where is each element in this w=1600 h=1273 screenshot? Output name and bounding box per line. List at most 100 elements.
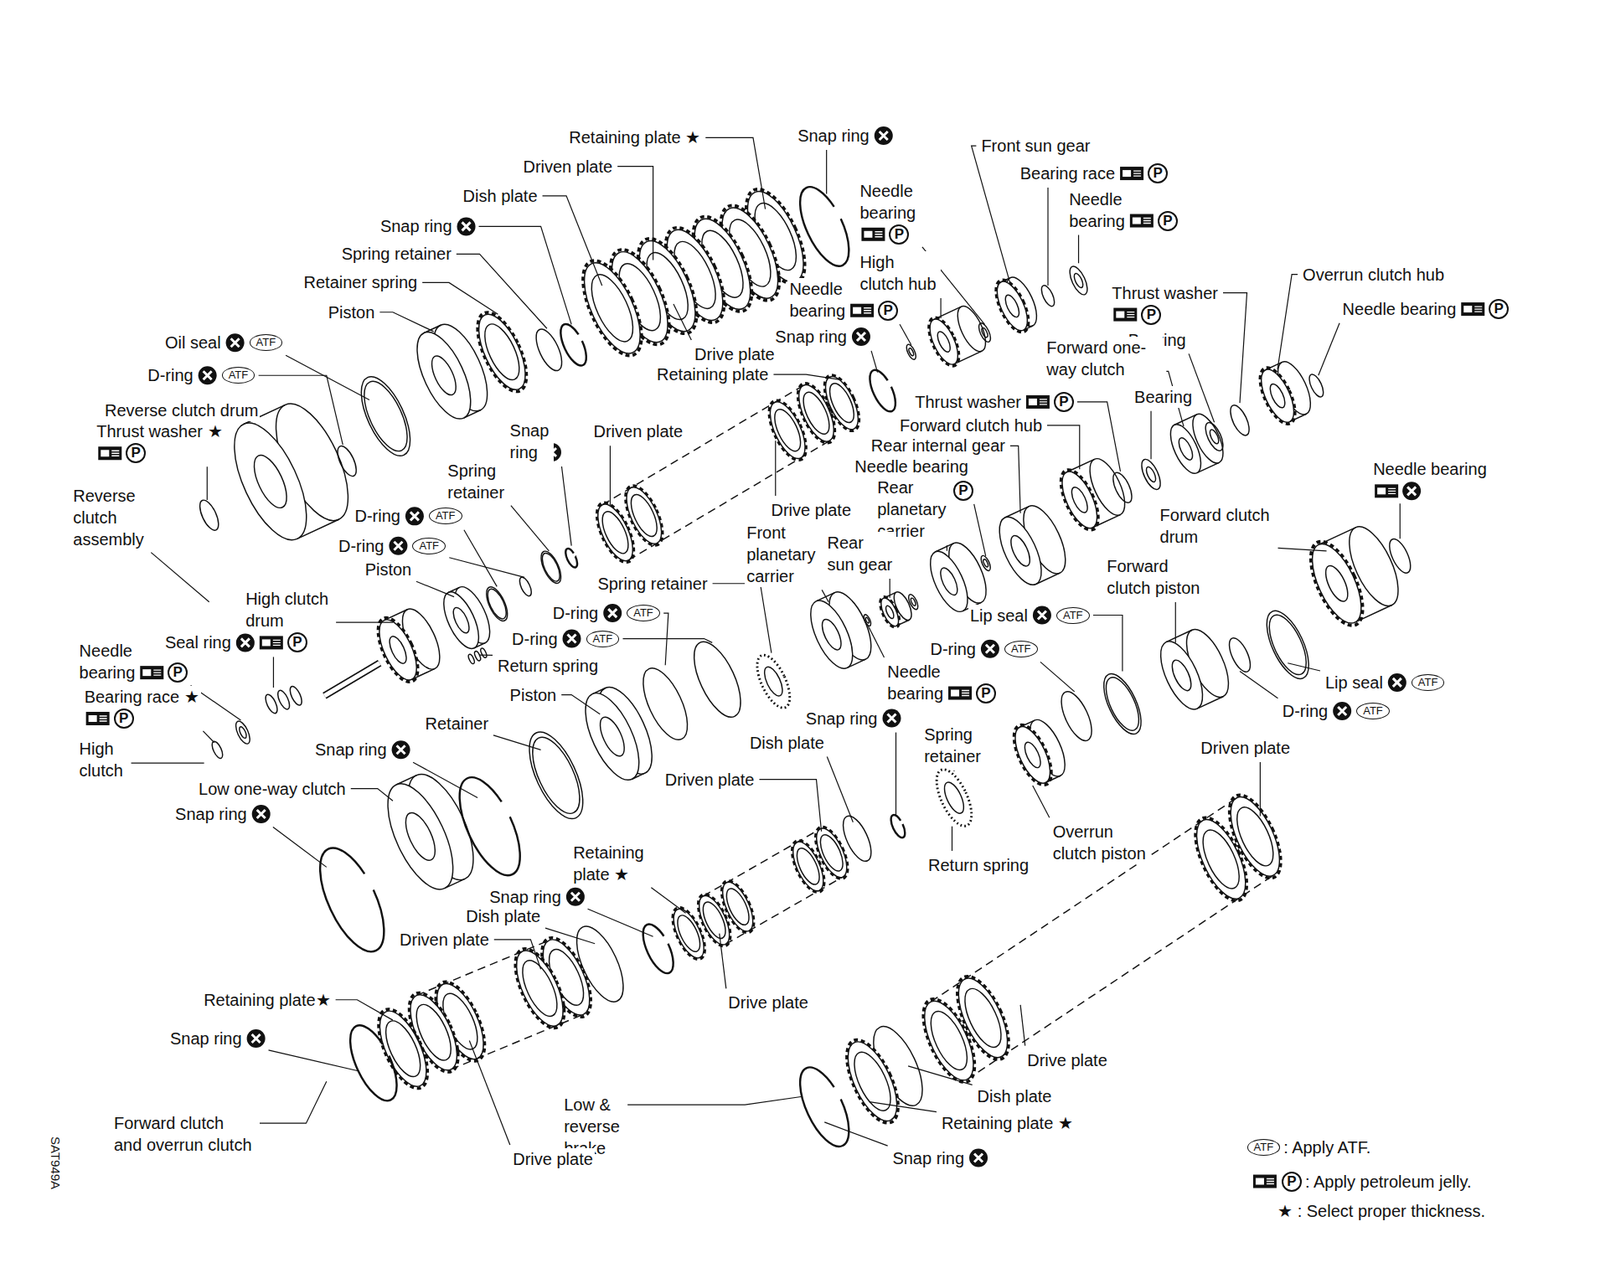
jelly-window (1463, 305, 1472, 313)
plate-part (505, 942, 574, 1036)
leader-line (953, 769, 955, 772)
ring-outline (1038, 283, 1058, 309)
jelly-body (1026, 395, 1050, 409)
ring-part (1226, 402, 1253, 439)
part-label: Snap ring (313, 738, 389, 761)
plate-part (467, 305, 537, 399)
jelly-window (1028, 398, 1038, 406)
jelly-icon (850, 304, 874, 318)
leader-line (889, 578, 891, 599)
jelly-window (88, 715, 98, 723)
leader-line (627, 1096, 801, 1105)
part-label: High clutch drum (243, 588, 333, 632)
snap-part (887, 813, 908, 841)
leader-line (773, 374, 839, 380)
replace-cross (608, 609, 617, 618)
small-part (904, 343, 919, 362)
part-label: Return spring (495, 655, 600, 677)
small-part (976, 321, 994, 344)
small-part (232, 719, 253, 747)
jelly-body (1460, 302, 1485, 316)
jelly-window (852, 307, 862, 315)
drum-side (1005, 506, 1030, 518)
replace-cross (393, 541, 403, 551)
leader-line (1223, 293, 1248, 404)
snap-part (555, 320, 592, 370)
leader-line (1010, 445, 1021, 513)
replace-circle (226, 333, 245, 352)
leader-line (1287, 663, 1321, 671)
snap-part (562, 547, 580, 569)
jelly-icon (1120, 166, 1144, 181)
drum-part (574, 680, 663, 789)
plate-teeth (1185, 810, 1258, 909)
drum-bore (595, 713, 630, 760)
replace-cross (887, 714, 896, 723)
part-label: Needle bearing (787, 278, 850, 322)
ring-part (196, 497, 222, 533)
jelly-icon (861, 227, 885, 242)
leader-line (273, 826, 327, 868)
drum-bore (449, 605, 472, 636)
replace-symbol (1402, 481, 1421, 501)
leader-line (268, 1050, 360, 1072)
ring-part (517, 575, 535, 598)
shaft-core (324, 663, 380, 697)
part-label: Forward clutch hub (898, 414, 1044, 437)
jelly-body (861, 227, 885, 242)
seal-inner (1261, 609, 1314, 681)
drum-front (1164, 420, 1208, 479)
leader-line (416, 581, 455, 597)
drum-bore (1168, 657, 1196, 694)
drum-front (406, 325, 482, 427)
ring-part (287, 685, 305, 708)
seal-part (1096, 668, 1150, 739)
part-label: Snap ring (173, 803, 249, 826)
replace-symbol (226, 333, 245, 352)
bearing-outer (1066, 263, 1091, 298)
leader-line (258, 375, 344, 445)
replace-cross (571, 892, 580, 902)
leader-line (150, 552, 209, 603)
jelly-lines (1474, 306, 1482, 312)
plate-inner (597, 508, 634, 558)
leader-line (131, 763, 205, 764)
drum-front (1151, 635, 1211, 716)
jelly-window (863, 231, 873, 238)
drum-part (1164, 409, 1229, 478)
plate-inner (583, 268, 642, 348)
jelly-lines (961, 691, 970, 697)
plate-outer (506, 944, 573, 1033)
leader-line (494, 939, 542, 970)
leader-line (335, 621, 393, 623)
jelly-lines (1039, 399, 1048, 405)
part-label: Driven plate (663, 769, 757, 791)
leader-line (974, 504, 986, 557)
replace-cross (252, 1034, 261, 1043)
jelly-icon (1026, 395, 1050, 409)
replace-cross (397, 745, 406, 754)
ring-outline (210, 739, 226, 760)
jelly-lines (99, 716, 108, 722)
bearing-inner (237, 726, 248, 740)
drum-front (923, 314, 964, 368)
part-label: Bearing race ★ (82, 686, 202, 708)
plate-outer (590, 499, 640, 566)
bearing-outer (232, 719, 253, 747)
replace-symbol (882, 709, 901, 728)
replace-circle (247, 1029, 266, 1048)
leader-line (480, 654, 493, 656)
jelly-icon (1253, 1175, 1277, 1189)
jelly-body (1374, 484, 1399, 498)
jelly-body (98, 446, 122, 460)
bearing-inner (908, 347, 915, 357)
ring-outline (1055, 687, 1099, 746)
plate-outer (370, 1004, 436, 1094)
leader-line (456, 253, 548, 329)
part-label: Drive plate (1025, 1049, 1110, 1072)
replace-circle (388, 536, 408, 556)
leader-line (1093, 615, 1123, 672)
part-label: D-ring (145, 364, 195, 387)
plate-outer (763, 397, 813, 464)
